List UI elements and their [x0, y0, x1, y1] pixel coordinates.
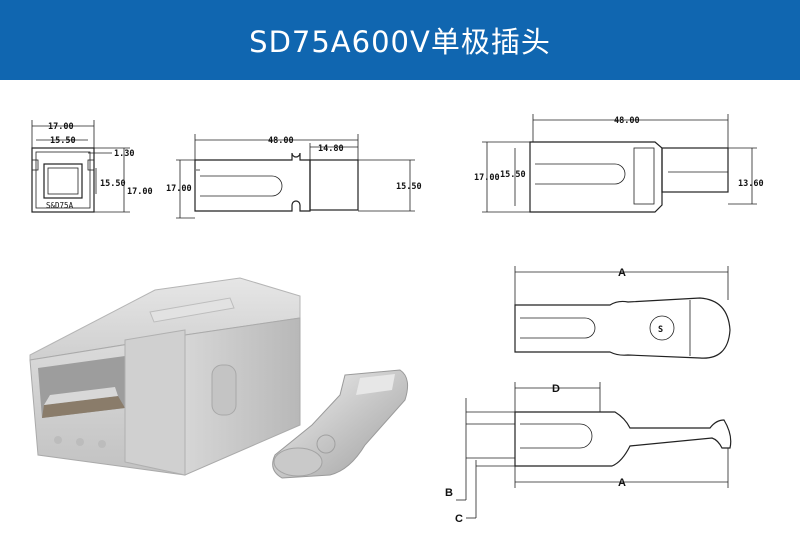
side-height-right: 15.50 — [396, 182, 422, 192]
header-banner: SD75A600V单极插头 — [0, 0, 800, 80]
assembled-length: 48.00 — [614, 116, 640, 126]
contact-side-label-c: C — [455, 513, 463, 525]
assembled-height-inner: 15.50 — [500, 170, 526, 180]
assembled-height-outer: 17.00 — [474, 173, 500, 183]
contact-top-drawing: S A — [514, 266, 731, 359]
contact-top-label-a: A — [618, 267, 626, 279]
assembled-contact-height: 13.60 — [738, 179, 764, 189]
front-height-inner: 15.50 — [100, 179, 126, 189]
assembled-view: 48.00 17.00 15.50 13.60 — [474, 114, 764, 213]
side-height-left: 17.00 — [166, 184, 192, 194]
contact-side-label-d: D — [552, 383, 560, 395]
front-height-outer: 17.00 — [127, 187, 153, 197]
front-width-inner: 15.50 — [50, 136, 76, 146]
contact-side-label-a: A — [618, 477, 626, 489]
contact-illustration — [272, 369, 409, 479]
contact-side-label-b: B — [445, 487, 453, 499]
page-title: SD75A600V单极插头 — [249, 25, 551, 59]
contact-side-drawing: D A B C — [445, 382, 732, 525]
housing-illustration — [29, 277, 301, 476]
side-view: 48.00 14.80 17.00 15.50 — [166, 134, 422, 219]
front-width-outer: 17.00 — [48, 122, 74, 132]
side-length: 48.00 — [268, 136, 294, 146]
side-slot-length: 14.80 — [318, 144, 344, 154]
front-marking: S&D75A — [46, 201, 74, 210]
front-view: 17.00 15.50 1.30 15.50 17.00 S&D75A — [31, 120, 153, 213]
contact-logo: S — [658, 325, 663, 335]
